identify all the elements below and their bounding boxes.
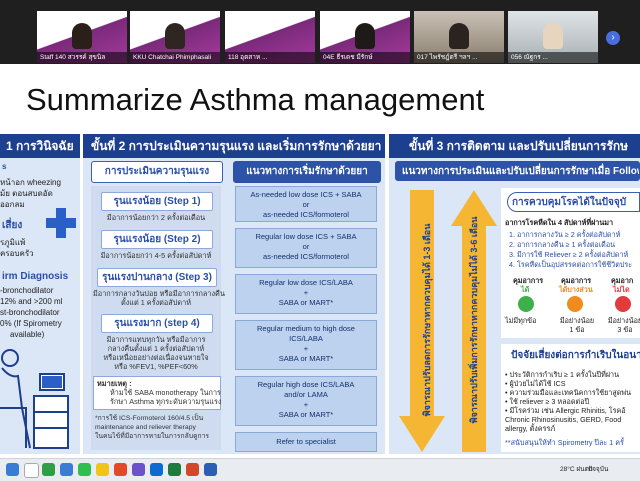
slide-title: Summarize Asthma management (26, 82, 485, 117)
treatment-refer: Refer to specialist (235, 432, 377, 452)
step-down-text: พิจารณาปรับลดการรักษาหากควบคุมได้ 1-3 เด… (422, 223, 432, 417)
step2-header: ขั้นที่ 2 การประเมินความรุนแรง และเริ่มก… (83, 134, 385, 158)
search-icon[interactable] (24, 463, 39, 478)
participant-name: 118 อุตสาห ... (225, 52, 315, 63)
treatment-step3: Regular low dose ICS/LABA+SABA or MART* (235, 274, 377, 314)
participant-tile[interactable]: Staff 140 สวรรค์ สุขนิล (37, 11, 127, 63)
step-up-arrow (451, 190, 497, 452)
participant-video-strip: Staff 140 สวรรค์ สุขนิล KKU Chatchai Phi… (0, 0, 640, 64)
participant-tile[interactable]: 04E ธีรเดช มีรักษ์ (320, 11, 410, 63)
outlook-icon[interactable] (150, 463, 163, 476)
participant-video (543, 23, 563, 49)
diagnosis-title: irm Diagnosis (2, 271, 69, 282)
risk-box: ปัจจัยเสี่ยงต่อการกำเริบในอนา • ประวัติก… (501, 344, 640, 452)
participant-name: 017 ไพรัชฎ์ตรี ฯลฯ ... (414, 52, 504, 63)
severity-step1-label: รุนแรงน้อย (Step 1) (101, 192, 213, 211)
note-box: หมายเหตุ : ห้ามใช้ SABA monotherapy ในกา… (93, 376, 221, 410)
line-icon[interactable] (78, 463, 91, 476)
participant-name: KKU Chatchai Phimphasali (130, 52, 220, 63)
step3-header: ขั้นที่ 3 การติดตาม และปรับเปลี่ยนการรัก… (389, 134, 640, 158)
severity-assessment-header: การประเมินความรุนแรง (91, 161, 223, 183)
excel-icon[interactable] (168, 463, 181, 476)
chrome-icon[interactable] (42, 463, 55, 476)
plus-icon (46, 208, 76, 238)
participant-name: 04E ธีรเดช มีรักษ์ (320, 52, 410, 63)
taskbar: 28°C ฝนตก ปัจจุบัน (0, 458, 640, 481)
participant-video (165, 23, 185, 49)
participant-name: 056 ณัฐกร ... (508, 52, 598, 63)
control-header: การควบคุมโรคได้ในปัจจุบั (507, 192, 640, 212)
participant-tile[interactable]: 118 อุตสาห ... (225, 11, 315, 63)
spirometry-illustration (0, 349, 69, 449)
step-up-text: พิจารณาปรับเพิ่มการรักษาหากควบคุมไม่ได้ … (469, 216, 479, 424)
uncontrolled-face-icon (615, 296, 631, 312)
severity-step3-label: รุนแรงปานกลาง (Step 3) (97, 268, 217, 287)
participant-tile[interactable]: 017 ไพรัชฎ์ตรี ฯลฯ ... (414, 11, 504, 63)
severity-step2-label: รุนแรงน้อย (Step 2) (101, 230, 213, 249)
severity-step4-label: รุนแรงมาก (step 4) (101, 314, 213, 333)
edge-icon[interactable] (60, 463, 73, 476)
folder-icon[interactable] (96, 463, 109, 476)
participant-tile[interactable]: KKU Chatchai Phimphasali (130, 11, 220, 63)
participant-tile[interactable]: 056 ณัฐกร ... (508, 11, 598, 63)
participant-name: Staff 140 สวรรค์ สุขนิล (37, 52, 127, 63)
next-participants-button[interactable]: › (606, 31, 620, 45)
participant-video (72, 23, 92, 49)
treatment-start-header: แนวทางการเริ่มรักษาด้วยยา (233, 161, 381, 183)
system-clock[interactable]: ปัจจุบัน (588, 466, 609, 473)
step-down-arrow (399, 190, 445, 452)
participant-video (355, 23, 375, 49)
chevron-right-icon: › (611, 32, 615, 43)
app-icon[interactable] (114, 463, 127, 476)
control-box: การควบคุมโรคได้ในปัจจุบั อาการโรคหืดใน 4… (501, 188, 640, 338)
word-icon[interactable] (204, 463, 217, 476)
step1-header: 1 การวินิจฉัย (0, 134, 80, 158)
weather-widget[interactable]: 28°C ฝนตก (560, 466, 593, 473)
followup-header: แนวทางการประเมินและปรับเปลี่ยนการรักษาเม… (395, 161, 640, 181)
teams-icon[interactable] (132, 463, 145, 476)
presentation-slide: Summarize Asthma management 1 การวินิจฉั… (0, 64, 640, 458)
controlled-face-icon (518, 296, 534, 312)
start-icon[interactable] (6, 463, 19, 476)
risk-header: ปัจจัยเสี่ยงต่อการกำเริบในอนา (507, 346, 640, 366)
step3-panel: แนวทางการประเมินและปรับเปลี่ยนการรักษาเม… (389, 158, 640, 454)
step1-panel: s หน้าอก wheezing ม้ย ตอนสบดอัด ออกลม เส… (0, 158, 80, 454)
participant-video (449, 23, 469, 49)
powerpoint-icon[interactable] (186, 463, 199, 476)
step2-panel: การประเมินความรุนแรง แนวทางการเริ่มรักษา… (83, 158, 385, 454)
partly-controlled-face-icon (567, 296, 583, 312)
